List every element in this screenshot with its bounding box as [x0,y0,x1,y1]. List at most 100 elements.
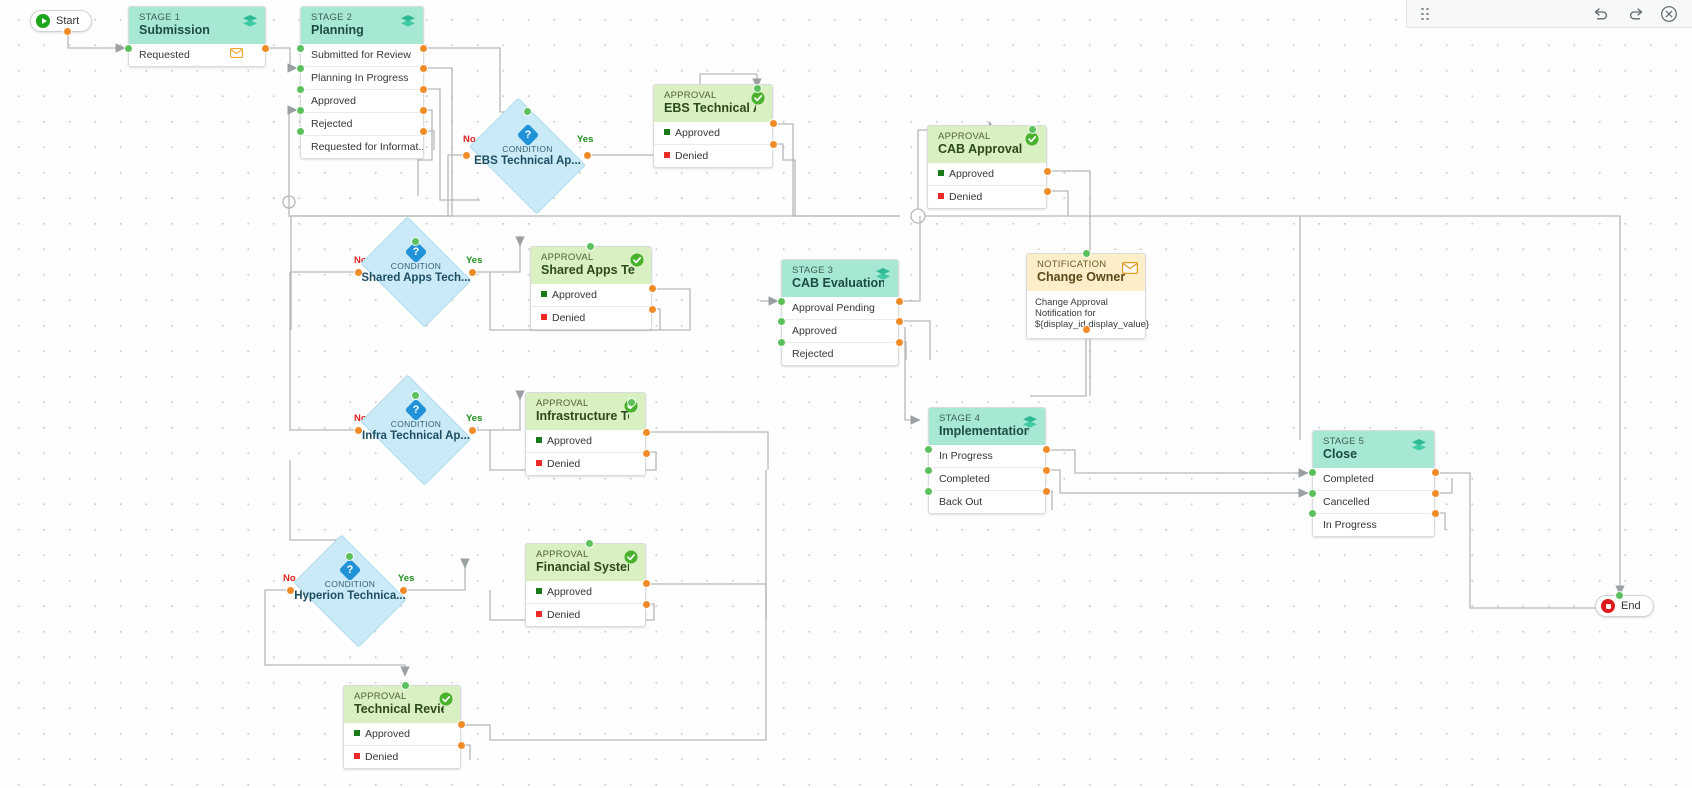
stage4-row-back-out[interactable]: Back Out [929,490,1045,513]
approval-cab-row-approved[interactable]: Approved [928,163,1046,185]
approval-financial-out-approved[interactable] [643,580,650,587]
approval-financial-out-denied[interactable] [643,601,650,608]
approval-financial-in-port[interactable] [586,540,593,547]
stage5-out-port-1[interactable] [1432,490,1439,497]
stage1-out-port[interactable] [262,45,269,52]
notification-out-port[interactable] [1083,326,1090,333]
stage4-out-port-2[interactable] [1043,488,1050,495]
stage5-row-cancelled[interactable]: Cancelled [1313,490,1434,513]
approval-ebs-row-approved[interactable]: Approved [654,122,772,144]
condition-ebs-yes-port[interactable] [584,152,591,159]
start-node[interactable]: Start [30,10,93,32]
start-out-port[interactable] [64,28,71,35]
node-stage5-close[interactable]: STAGE 5 Close Completed Cancelled In Pro… [1312,430,1435,537]
close-button[interactable] [1652,0,1686,28]
node-approval-financial-system[interactable]: APPROVAL Financial System ... Approved D… [525,543,646,627]
stage3-row-approved[interactable]: Approved [782,319,898,342]
approval-shared-row-denied[interactable]: Denied [531,306,651,329]
approval-cab-out-approved[interactable] [1044,168,1051,175]
stage5-row-in-progress[interactable]: In Progress [1313,513,1434,536]
approval-ebs-row-denied[interactable]: Denied [654,144,772,167]
approval-shared-row-approved[interactable]: Approved [531,284,651,306]
stage2-row-submitted[interactable]: Submitted for Review [311,49,411,61]
node-stage3-cab-evaluation[interactable]: STAGE 3 CAB Evaluation Approval Pending … [781,259,899,366]
node-approval-ebs[interactable]: APPROVAL EBS Technical Ap... Approved De… [653,84,773,168]
stage2-row-rejected[interactable]: Rejected [301,112,423,135]
stage3-out-port-0[interactable] [896,298,903,305]
node-stage1-submission[interactable]: STAGE 1 Submission Requested [128,6,266,67]
stage5-in-port-1[interactable] [1309,490,1316,497]
stage1-in-port[interactable] [125,45,132,52]
stage2-out-port-0[interactable] [420,45,427,52]
stage3-out-port-2[interactable] [896,339,903,346]
condition-shared-no-port[interactable] [355,269,362,276]
approval-techreview-out-denied[interactable] [458,742,465,749]
stage4-in-port-1[interactable] [925,467,932,474]
condition-ebs-in-port[interactable] [524,108,531,115]
stage5-out-port-2[interactable] [1432,510,1439,517]
approval-cab-in-port[interactable] [1029,126,1036,133]
approval-infra-row-denied[interactable]: Denied [526,452,645,475]
canvas-toolbar[interactable] [1406,0,1692,28]
stage5-in-port-0[interactable] [1309,469,1316,476]
stage4-out-port-0[interactable] [1043,446,1050,453]
stage2-out-port-3[interactable] [420,107,427,114]
stage5-row-completed[interactable]: Completed [1323,473,1374,485]
end-in-port[interactable] [1616,592,1623,599]
stage3-in-port-2[interactable] [778,339,785,346]
approval-infra-in-port[interactable] [628,399,635,406]
approval-financial-row-approved[interactable]: Approved [526,581,645,603]
stage3-row-rejected[interactable]: Rejected [782,342,898,365]
approval-financial-row-denied[interactable]: Denied [526,603,645,626]
undo-button[interactable] [1584,0,1618,28]
stage4-row-completed[interactable]: Completed [929,467,1045,490]
notification-in-port[interactable] [1083,250,1090,257]
condition-hyperion-yes-port[interactable] [400,587,407,594]
stage2-out-port-4[interactable] [420,128,427,135]
stage2-out-port-2[interactable] [420,86,427,93]
stage2-in-port-4[interactable] [297,128,304,135]
redo-button[interactable] [1618,0,1652,28]
condition-shared-yes-port[interactable] [469,269,476,276]
approval-techreview-in-port[interactable] [402,682,409,689]
stage1-row-requested[interactable]: Requested [129,44,265,66]
approval-shared-out-approved[interactable] [649,285,656,292]
stage5-in-port-2[interactable] [1309,510,1316,517]
stage4-in-port-0[interactable] [925,446,932,453]
condition-infra-in-port[interactable] [412,392,419,399]
approval-infra-out-approved[interactable] [643,429,650,436]
condition-hyperion-in-port[interactable] [346,553,353,560]
approval-techreview-out-approved[interactable] [458,721,465,728]
approval-infra-out-denied[interactable] [643,450,650,457]
approval-infra-row-approved[interactable]: Approved [526,430,645,452]
approval-cab-row-denied[interactable]: Denied [928,185,1046,208]
approval-ebs-in-port[interactable] [754,85,761,92]
stage3-row-approval-pending[interactable]: Approval Pending [792,302,875,314]
stage2-row-approved[interactable]: Approved [301,89,423,112]
stage4-row-in-progress[interactable]: In Progress [939,450,993,462]
condition-ebs-no-port[interactable] [463,152,470,159]
stage2-in-port-3[interactable] [297,107,304,114]
stage4-in-port-2[interactable] [925,488,932,495]
stage2-in-port-1[interactable] [297,65,304,72]
drag-handle[interactable] [1421,7,1433,21]
node-condition-ebs[interactable]: ? CONDITION EBS Technical Ap... [460,97,595,215]
stage2-in-port-0[interactable] [297,45,304,52]
node-approval-shared-apps[interactable]: APPROVAL Shared Apps Tech... Approved De… [530,246,652,330]
stage5-out-port-0[interactable] [1432,469,1439,476]
stage3-in-port-1[interactable] [778,318,785,325]
stage2-out-port-1[interactable] [420,65,427,72]
approval-ebs-out-denied[interactable] [770,141,777,148]
approval-techreview-row-approved[interactable]: Approved [344,723,460,745]
stage4-out-port-1[interactable] [1043,467,1050,474]
node-approval-cab[interactable]: APPROVAL CAB Approval Approved Denied [927,125,1047,209]
approval-ebs-out-approved[interactable] [770,120,777,127]
end-node[interactable]: End [1595,595,1654,617]
node-stage2-planning[interactable]: STAGE 2 Planning Submitted for Review Pl… [300,6,424,159]
stage2-row-planning-in-progress[interactable]: Planning In Progress [301,66,423,89]
node-stage4-implementation[interactable]: STAGE 4 Implementation In Progress Compl… [928,407,1046,514]
stage2-in-port-2[interactable] [297,86,304,93]
condition-infra-no-port[interactable] [355,427,362,434]
approval-cab-out-denied[interactable] [1044,188,1051,195]
